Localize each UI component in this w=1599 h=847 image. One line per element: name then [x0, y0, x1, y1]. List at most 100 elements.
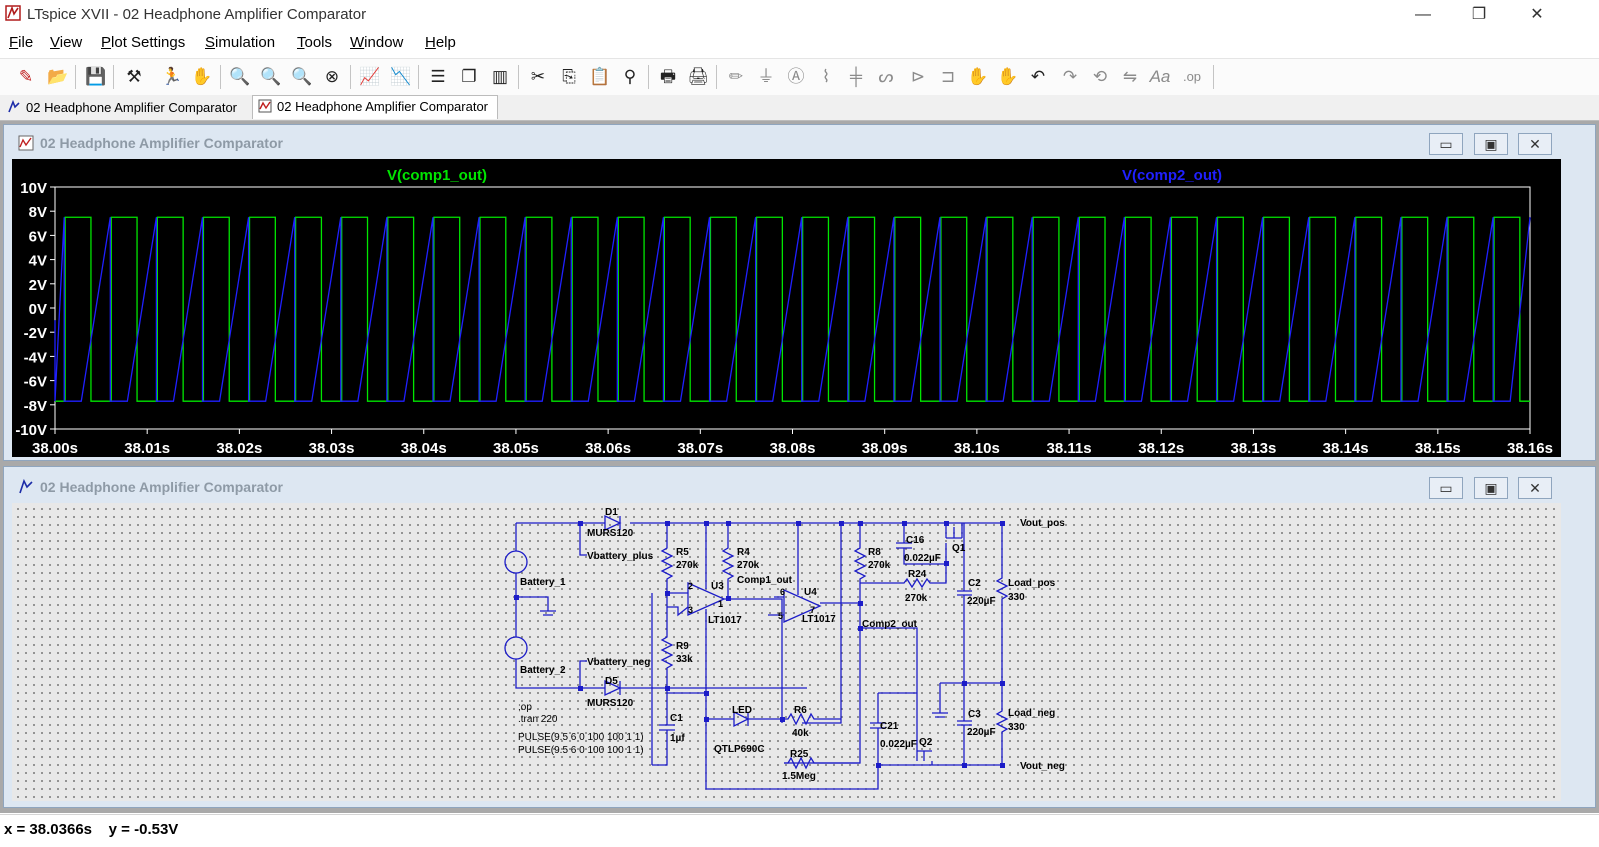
menu-window[interactable]: Window — [350, 34, 404, 51]
undo-icon[interactable]: ↶ — [1030, 67, 1046, 86]
menu-view[interactable]: View — [50, 34, 83, 51]
text-icon[interactable]: Aa — [1149, 67, 1171, 86]
close-button[interactable]: ✕ — [1530, 6, 1544, 23]
tab-waveform[interactable]: 02 Headphone Amplifier Comparator — [252, 95, 498, 119]
menu-simulation[interactable]: Simulation — [205, 34, 276, 51]
r6-label[interactable]: R6 — [794, 705, 807, 716]
directive-pulse-2[interactable]: PULSE(9.5 6 0 100 100 1 1) — [518, 745, 644, 756]
u4-label[interactable]: U4 — [804, 587, 817, 598]
c16-value[interactable]: 0.022µF — [904, 553, 941, 564]
tab-schematic[interactable]: 02 Headphone Amplifier Comparator — [2, 97, 250, 118]
paste-icon[interactable]: 📋 — [589, 67, 611, 86]
d1-label[interactable]: D1 — [605, 507, 618, 518]
legend-comp2-out[interactable]: V(comp2_out) — [1122, 167, 1222, 184]
r4-value[interactable]: 270k — [737, 560, 760, 571]
r5-value[interactable]: 270k — [676, 560, 699, 571]
waveform-maximize-button[interactable]: ▣ — [1474, 133, 1508, 155]
vout-pos-label[interactable]: Vout_pos — [1020, 518, 1065, 529]
r4-label[interactable]: R4 — [737, 547, 750, 558]
move-icon[interactable]: ✋ — [967, 67, 989, 86]
r5-label[interactable]: R5 — [676, 547, 689, 558]
led-model[interactable]: QTLP690C — [714, 744, 765, 755]
directive-pulse-1[interactable]: PULSE(9.5 6 0 100 100 1 1) — [518, 732, 644, 743]
comp2-out-label[interactable]: Comp2_out — [862, 619, 918, 630]
schematic-drawing[interactable]: D1 MURS120 Vbattery_plus Battery_1 Batte… — [12, 503, 1561, 801]
u3-label[interactable]: U3 — [711, 581, 724, 592]
wire-icon[interactable]: ✏ — [728, 67, 744, 86]
directive-tran[interactable]: .tran 220 — [518, 714, 558, 725]
print-setup-icon[interactable]: 🖨 — [687, 67, 709, 86]
autorange-icon[interactable]: 📈 — [359, 67, 381, 86]
control-panel-icon[interactable]: ⚒ — [126, 67, 142, 86]
c2-value[interactable]: 220µF — [967, 596, 996, 607]
c16-label[interactable]: C16 — [906, 535, 925, 546]
u3-model[interactable]: LT1017 — [708, 615, 742, 626]
component-icon[interactable]: ⊐ — [940, 67, 956, 86]
print-icon[interactable]: 🖶 — [659, 67, 677, 86]
fft-icon[interactable]: 📉 — [390, 67, 412, 86]
rotate-icon[interactable]: ⟲ — [1092, 67, 1108, 86]
menu-file[interactable]: File — [9, 34, 34, 51]
schematic-canvas[interactable]: D1 MURS120 Vbattery_plus Battery_1 Batte… — [12, 503, 1561, 801]
schematic-maximize-button[interactable]: ▣ — [1474, 477, 1508, 499]
load-neg-value[interactable]: 330 — [1008, 722, 1025, 733]
cascade-icon[interactable]: ❐ — [461, 67, 477, 86]
zoom-rect-icon[interactable]: 🔍 — [260, 67, 282, 86]
q1-label[interactable]: Q1 — [952, 543, 966, 554]
directive-op[interactable]: ;op — [518, 702, 532, 713]
spice-directive-icon[interactable]: .op — [1182, 69, 1202, 84]
zoom-cancel-icon[interactable]: ⊗ — [324, 67, 340, 86]
r25-value[interactable]: 1.5Meg — [782, 771, 816, 782]
find-icon[interactable]: ⚲ — [623, 67, 637, 86]
legend-comp1-out[interactable]: V(comp1_out) — [387, 167, 487, 184]
c21-value[interactable]: 0.022µF — [880, 739, 917, 750]
c2-label[interactable]: C2 — [968, 578, 981, 589]
resistor-icon[interactable]: ⌇ — [821, 67, 831, 86]
vout-neg-label[interactable]: Vout_neg — [1020, 761, 1065, 772]
cut-icon[interactable]: ✂ — [530, 67, 546, 86]
halt-icon[interactable]: ✋ — [191, 67, 213, 86]
waveform-close-button[interactable]: ✕ — [1518, 133, 1552, 155]
waveform-chart[interactable]: V(comp1_out) V(comp2_out) 10V8V6V4V2V0V-… — [12, 159, 1561, 457]
load-pos-value[interactable]: 330 — [1008, 592, 1025, 603]
r8-label[interactable]: R8 — [868, 547, 881, 558]
schematic-close-button[interactable]: ✕ — [1518, 477, 1552, 499]
diode-icon[interactable]: ⊳ — [910, 67, 926, 86]
label-icon[interactable]: Ⓐ — [787, 67, 805, 86]
load-pos-label[interactable]: Load_pos — [1008, 578, 1056, 589]
c1-label[interactable]: C1 — [670, 713, 683, 724]
battery1-label[interactable]: Battery_1 — [520, 577, 566, 588]
ground-icon[interactable]: ⏚ — [757, 67, 775, 86]
r8-value[interactable]: 270k — [868, 560, 891, 571]
menu-help[interactable]: Help — [425, 34, 456, 51]
comp1-out-label[interactable]: Comp1_out — [737, 575, 793, 586]
mirror-icon[interactable]: ⇋ — [1122, 67, 1138, 86]
vbattery-neg-label[interactable]: Vbattery_neg — [587, 657, 650, 668]
redo-icon[interactable]: ↷ — [1062, 67, 1078, 86]
c3-label[interactable]: C3 — [968, 709, 981, 720]
open-icon[interactable]: 📂 — [47, 67, 69, 86]
u4-model[interactable]: LT1017 — [802, 614, 836, 625]
r24-value[interactable]: 270k — [905, 593, 928, 604]
r24-label[interactable]: R24 — [908, 569, 927, 580]
copy-icon[interactable]: ⎘ — [562, 67, 576, 86]
tile-horizontal-icon[interactable]: ☰ — [430, 67, 446, 86]
vbattery-plus-label[interactable]: Vbattery_plus — [587, 551, 654, 562]
r25-label[interactable]: R25 — [790, 749, 809, 760]
schematic-minimize-button[interactable]: ▭ — [1429, 477, 1463, 499]
d5-label[interactable]: D5 — [605, 676, 618, 687]
d5-model[interactable]: MURS120 — [587, 698, 634, 709]
led-label[interactable]: LED — [732, 705, 752, 716]
c21-label[interactable]: C21 — [880, 721, 899, 732]
save-icon[interactable]: 💾 — [85, 67, 107, 86]
inductor-icon[interactable]: ᔕ — [878, 67, 894, 86]
zoom-in-icon[interactable]: 🔍 — [229, 67, 251, 86]
waveform-minimize-button[interactable]: ▭ — [1429, 133, 1463, 155]
r9-label[interactable]: R9 — [676, 641, 689, 652]
zoom-out-icon[interactable]: 🔍 — [291, 67, 313, 86]
minimize-button[interactable]: — — [1415, 6, 1431, 23]
c3-value[interactable]: 220µF — [967, 727, 996, 738]
drag-icon[interactable]: ✋ — [997, 67, 1019, 86]
r9-value[interactable]: 33k — [676, 654, 693, 665]
